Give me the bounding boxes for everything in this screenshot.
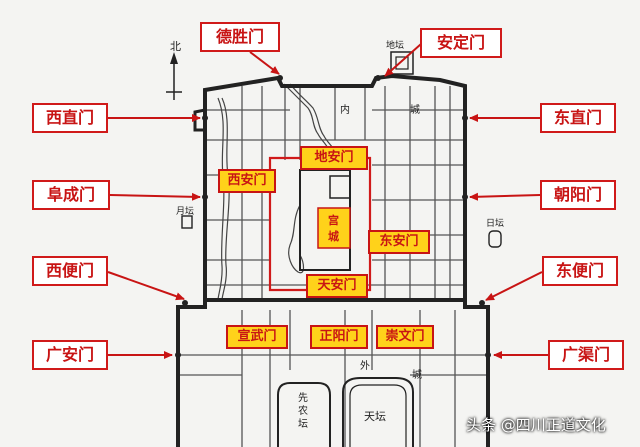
- gate-label-xuanwumen: 宣武门: [226, 325, 288, 349]
- gate-label-dianmen: 地安门: [300, 146, 368, 170]
- ditan-inner: [395, 56, 409, 70]
- tiantan-inner-wall: [349, 384, 407, 447]
- forbidden-city-wall: [299, 169, 351, 271]
- gate-label-deshengmen: 德胜门: [200, 22, 280, 52]
- gate-label-zhengyangmen: 正阳门: [310, 325, 368, 349]
- ditan-label: 地坛: [386, 41, 405, 51]
- gate-label-dongzhimen: 东直门: [540, 103, 616, 133]
- imperial-char-1: 宫: [328, 214, 339, 227]
- outer-city-char-1: 外: [360, 361, 370, 372]
- outer-city-wall: [176, 300, 490, 447]
- ditan-square: [390, 51, 414, 75]
- imperial-char-2: 城: [328, 230, 339, 243]
- gate-label-guanganmen: 广安门: [32, 340, 108, 370]
- gate-label-xibianmen: 西便门: [32, 256, 108, 286]
- gate-label-donganmen: 东安门: [368, 230, 430, 254]
- gate-label-fuchengmen: 阜成门: [32, 180, 110, 210]
- yuetan-square: [181, 215, 193, 229]
- xiannongtan-char-3: 坛: [298, 419, 308, 430]
- gate-label-andingmen: 安定门: [420, 28, 502, 58]
- xiannongtan-char-2: 农: [298, 406, 308, 417]
- xiannongtan-char-1: 先: [298, 393, 308, 404]
- forbidden-city-label-box: [317, 207, 351, 249]
- gate-label-chongwenmen: 崇文门: [376, 325, 434, 349]
- north-arrow-head: [170, 52, 178, 64]
- gate-arrows: [107, 43, 548, 359]
- gate-label-chaoyangmen: 朝阳门: [540, 180, 616, 210]
- inner-city-char-2: 城: [410, 105, 420, 116]
- tiantan-label: 天坛: [364, 410, 386, 423]
- north-label: 北: [170, 40, 181, 53]
- watermark: 头条 @四川正道文化: [466, 416, 606, 434]
- yuetan-label: 月坛: [176, 207, 195, 217]
- outer-city-char-2: 城: [412, 370, 422, 381]
- gate-label-xizhimen: 西直门: [32, 103, 108, 133]
- jingshan-hill: [329, 175, 351, 199]
- gate-label-xianmen: 西安门: [218, 169, 276, 193]
- ritan-label: 日坛: [486, 219, 505, 229]
- inner-city-wall: [203, 73, 467, 302]
- tiantan-enclosure: [342, 377, 414, 447]
- ritan-square: [488, 230, 502, 248]
- gate-markers: [175, 75, 491, 358]
- gate-label-tiananmen: 天安门: [306, 274, 368, 298]
- xiannongtan-enclosure: [277, 382, 331, 447]
- gate-label-dongbianmen: 东便门: [542, 256, 618, 286]
- inner-city-char-1: 内: [340, 105, 350, 116]
- gate-label-guangqumen: 广渠门: [548, 340, 624, 370]
